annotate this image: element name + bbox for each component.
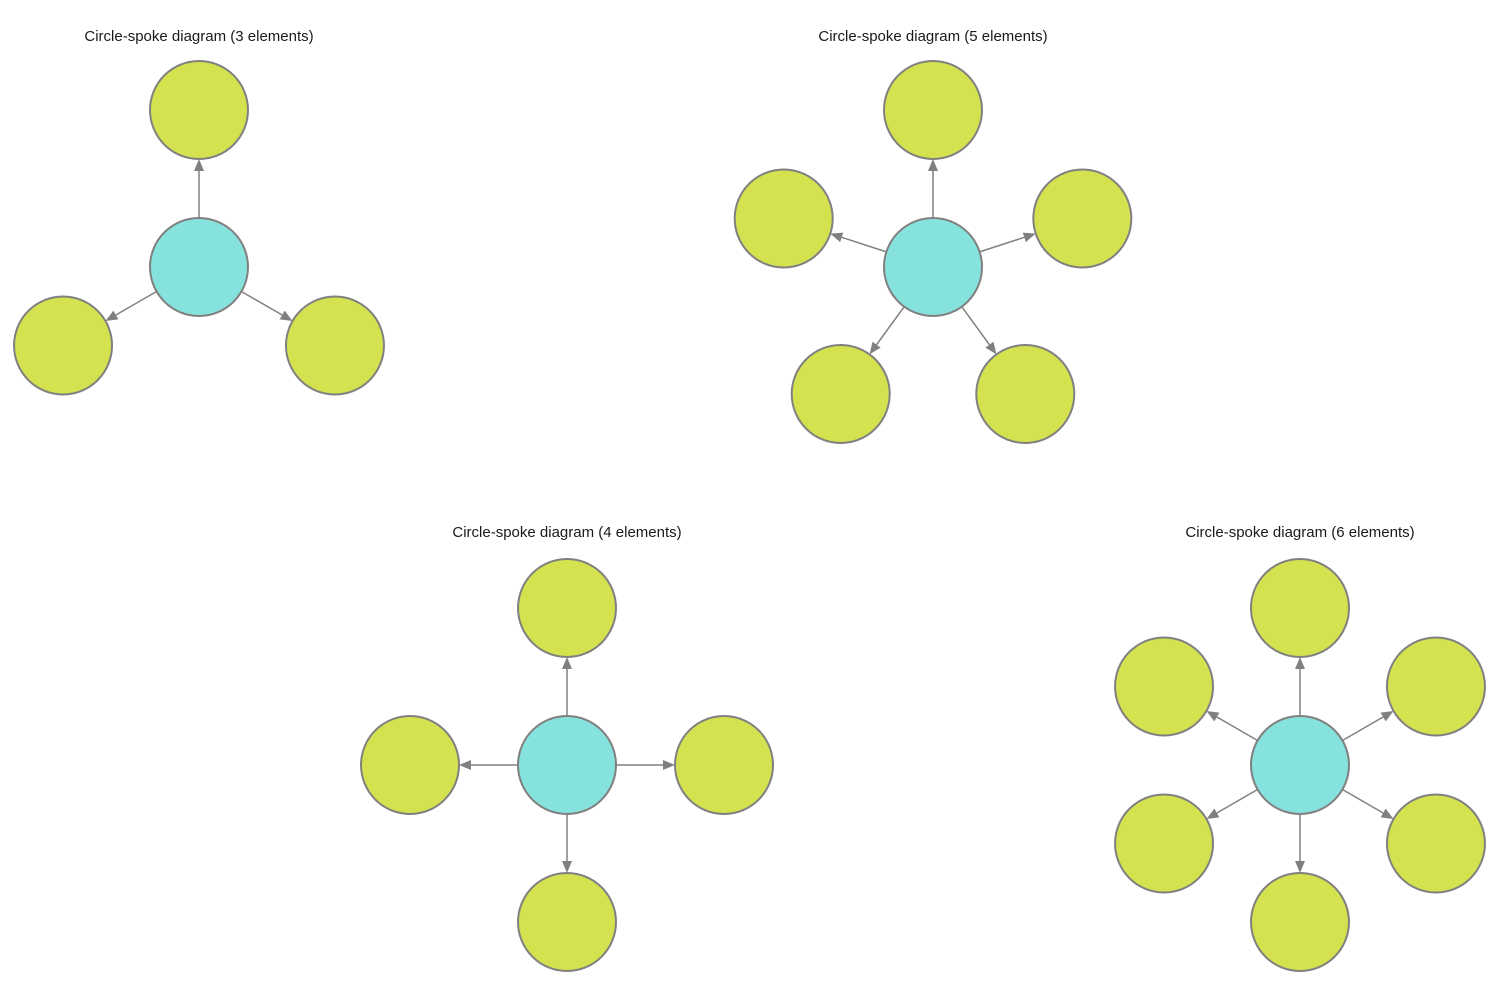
spoke-arrow[interactable]: [1206, 788, 1258, 820]
satellite-circle[interactable]: [149, 60, 249, 160]
hub-circle[interactable]: [1250, 715, 1350, 815]
spoke-arrow[interactable]: [616, 760, 675, 770]
spoke-line: [961, 306, 991, 346]
arrowhead-icon: [1206, 711, 1220, 722]
diagram-5-elements: Circle-spoke diagram (5 elements): [723, 20, 1143, 465]
arrowhead-icon: [194, 159, 204, 171]
spoke-arrow[interactable]: [1342, 711, 1394, 742]
diagram-6-elements-drawing: [1114, 558, 1486, 972]
arrowhead-icon: [1380, 711, 1394, 722]
spoke-line: [979, 236, 1025, 253]
diagram-title: Circle-spoke diagram (5 elements): [818, 28, 1048, 45]
arrowhead-icon: [928, 159, 938, 171]
satellite-circle[interactable]: [1385, 636, 1486, 737]
spoke-line: [1342, 788, 1384, 814]
arrowhead-icon: [1022, 232, 1036, 243]
satellite-circle[interactable]: [360, 715, 460, 815]
diagram-5-elements-drawing: [733, 60, 1133, 445]
arrowhead-icon: [459, 760, 471, 770]
spoke-line: [1216, 788, 1258, 814]
arrowhead-icon: [830, 232, 844, 243]
satellite-circle[interactable]: [1114, 636, 1215, 737]
arrowhead-icon: [869, 341, 881, 355]
satellite-circle[interactable]: [284, 295, 385, 396]
arrowhead-icon: [1380, 808, 1394, 819]
arrowhead-icon: [663, 760, 675, 770]
spoke-arrow[interactable]: [1295, 814, 1305, 873]
spoke-arrow[interactable]: [830, 232, 887, 253]
arrowhead-icon: [562, 657, 572, 669]
arrowhead-icon: [279, 310, 293, 321]
arrowhead-icon: [562, 861, 572, 873]
spoke-arrow[interactable]: [241, 290, 293, 322]
satellite-circle[interactable]: [1385, 793, 1486, 894]
diagram-4-elements: Circle-spoke diagram (4 elements): [357, 516, 777, 972]
spoke-arrow[interactable]: [459, 760, 518, 770]
diagram-4-elements-drawing: [360, 558, 774, 972]
spoke-arrow[interactable]: [869, 306, 905, 355]
diagram-3-elements: Circle-spoke diagram (3 elements): [0, 20, 409, 465]
spoke-arrow[interactable]: [1295, 657, 1305, 716]
spoke-arrow[interactable]: [979, 232, 1036, 253]
spoke-arrow[interactable]: [562, 657, 572, 716]
spoke-arrow[interactable]: [562, 814, 572, 873]
satellite-circle[interactable]: [883, 60, 983, 160]
satellite-circle[interactable]: [975, 344, 1076, 445]
satellite-circle[interactable]: [13, 295, 114, 396]
satellite-circle[interactable]: [674, 715, 774, 815]
spoke-arrow[interactable]: [928, 159, 938, 218]
diagram-6-elements: Circle-spoke diagram (6 elements): [1090, 516, 1500, 972]
satellite-circle[interactable]: [1250, 558, 1350, 658]
arrowhead-icon: [1206, 808, 1220, 819]
diagram-3-elements-drawing: [13, 60, 385, 396]
diagram-title: Circle-spoke diagram (3 elements): [84, 28, 314, 45]
spoke-line: [241, 290, 283, 316]
spoke-line: [875, 306, 905, 346]
arrowhead-icon: [105, 310, 119, 321]
spoke-arrow[interactable]: [1342, 788, 1394, 820]
spoke-arrow[interactable]: [105, 290, 157, 322]
spoke-line: [1342, 716, 1384, 742]
satellite-circle[interactable]: [1114, 793, 1215, 894]
spoke-line: [841, 236, 887, 253]
satellite-circle[interactable]: [517, 558, 617, 658]
hub-circle[interactable]: [883, 217, 983, 317]
spoke-arrow[interactable]: [1206, 711, 1258, 742]
arrowhead-icon: [1295, 861, 1305, 873]
spoke-arrow[interactable]: [961, 306, 997, 355]
satellite-circle[interactable]: [790, 344, 891, 445]
arrowhead-icon: [985, 341, 997, 355]
arrowhead-icon: [1295, 657, 1305, 669]
diagram-title: Circle-spoke diagram (6 elements): [1185, 524, 1415, 541]
satellite-circle[interactable]: [733, 168, 834, 269]
diagram-title: Circle-spoke diagram (4 elements): [452, 524, 682, 541]
satellite-circle[interactable]: [1250, 872, 1350, 972]
spoke-arrow[interactable]: [194, 159, 204, 218]
hub-circle[interactable]: [149, 217, 249, 317]
spoke-line: [1216, 716, 1258, 742]
hub-circle[interactable]: [517, 715, 617, 815]
satellite-circle[interactable]: [517, 872, 617, 972]
satellite-circle[interactable]: [1032, 168, 1133, 269]
spoke-line: [115, 290, 157, 316]
